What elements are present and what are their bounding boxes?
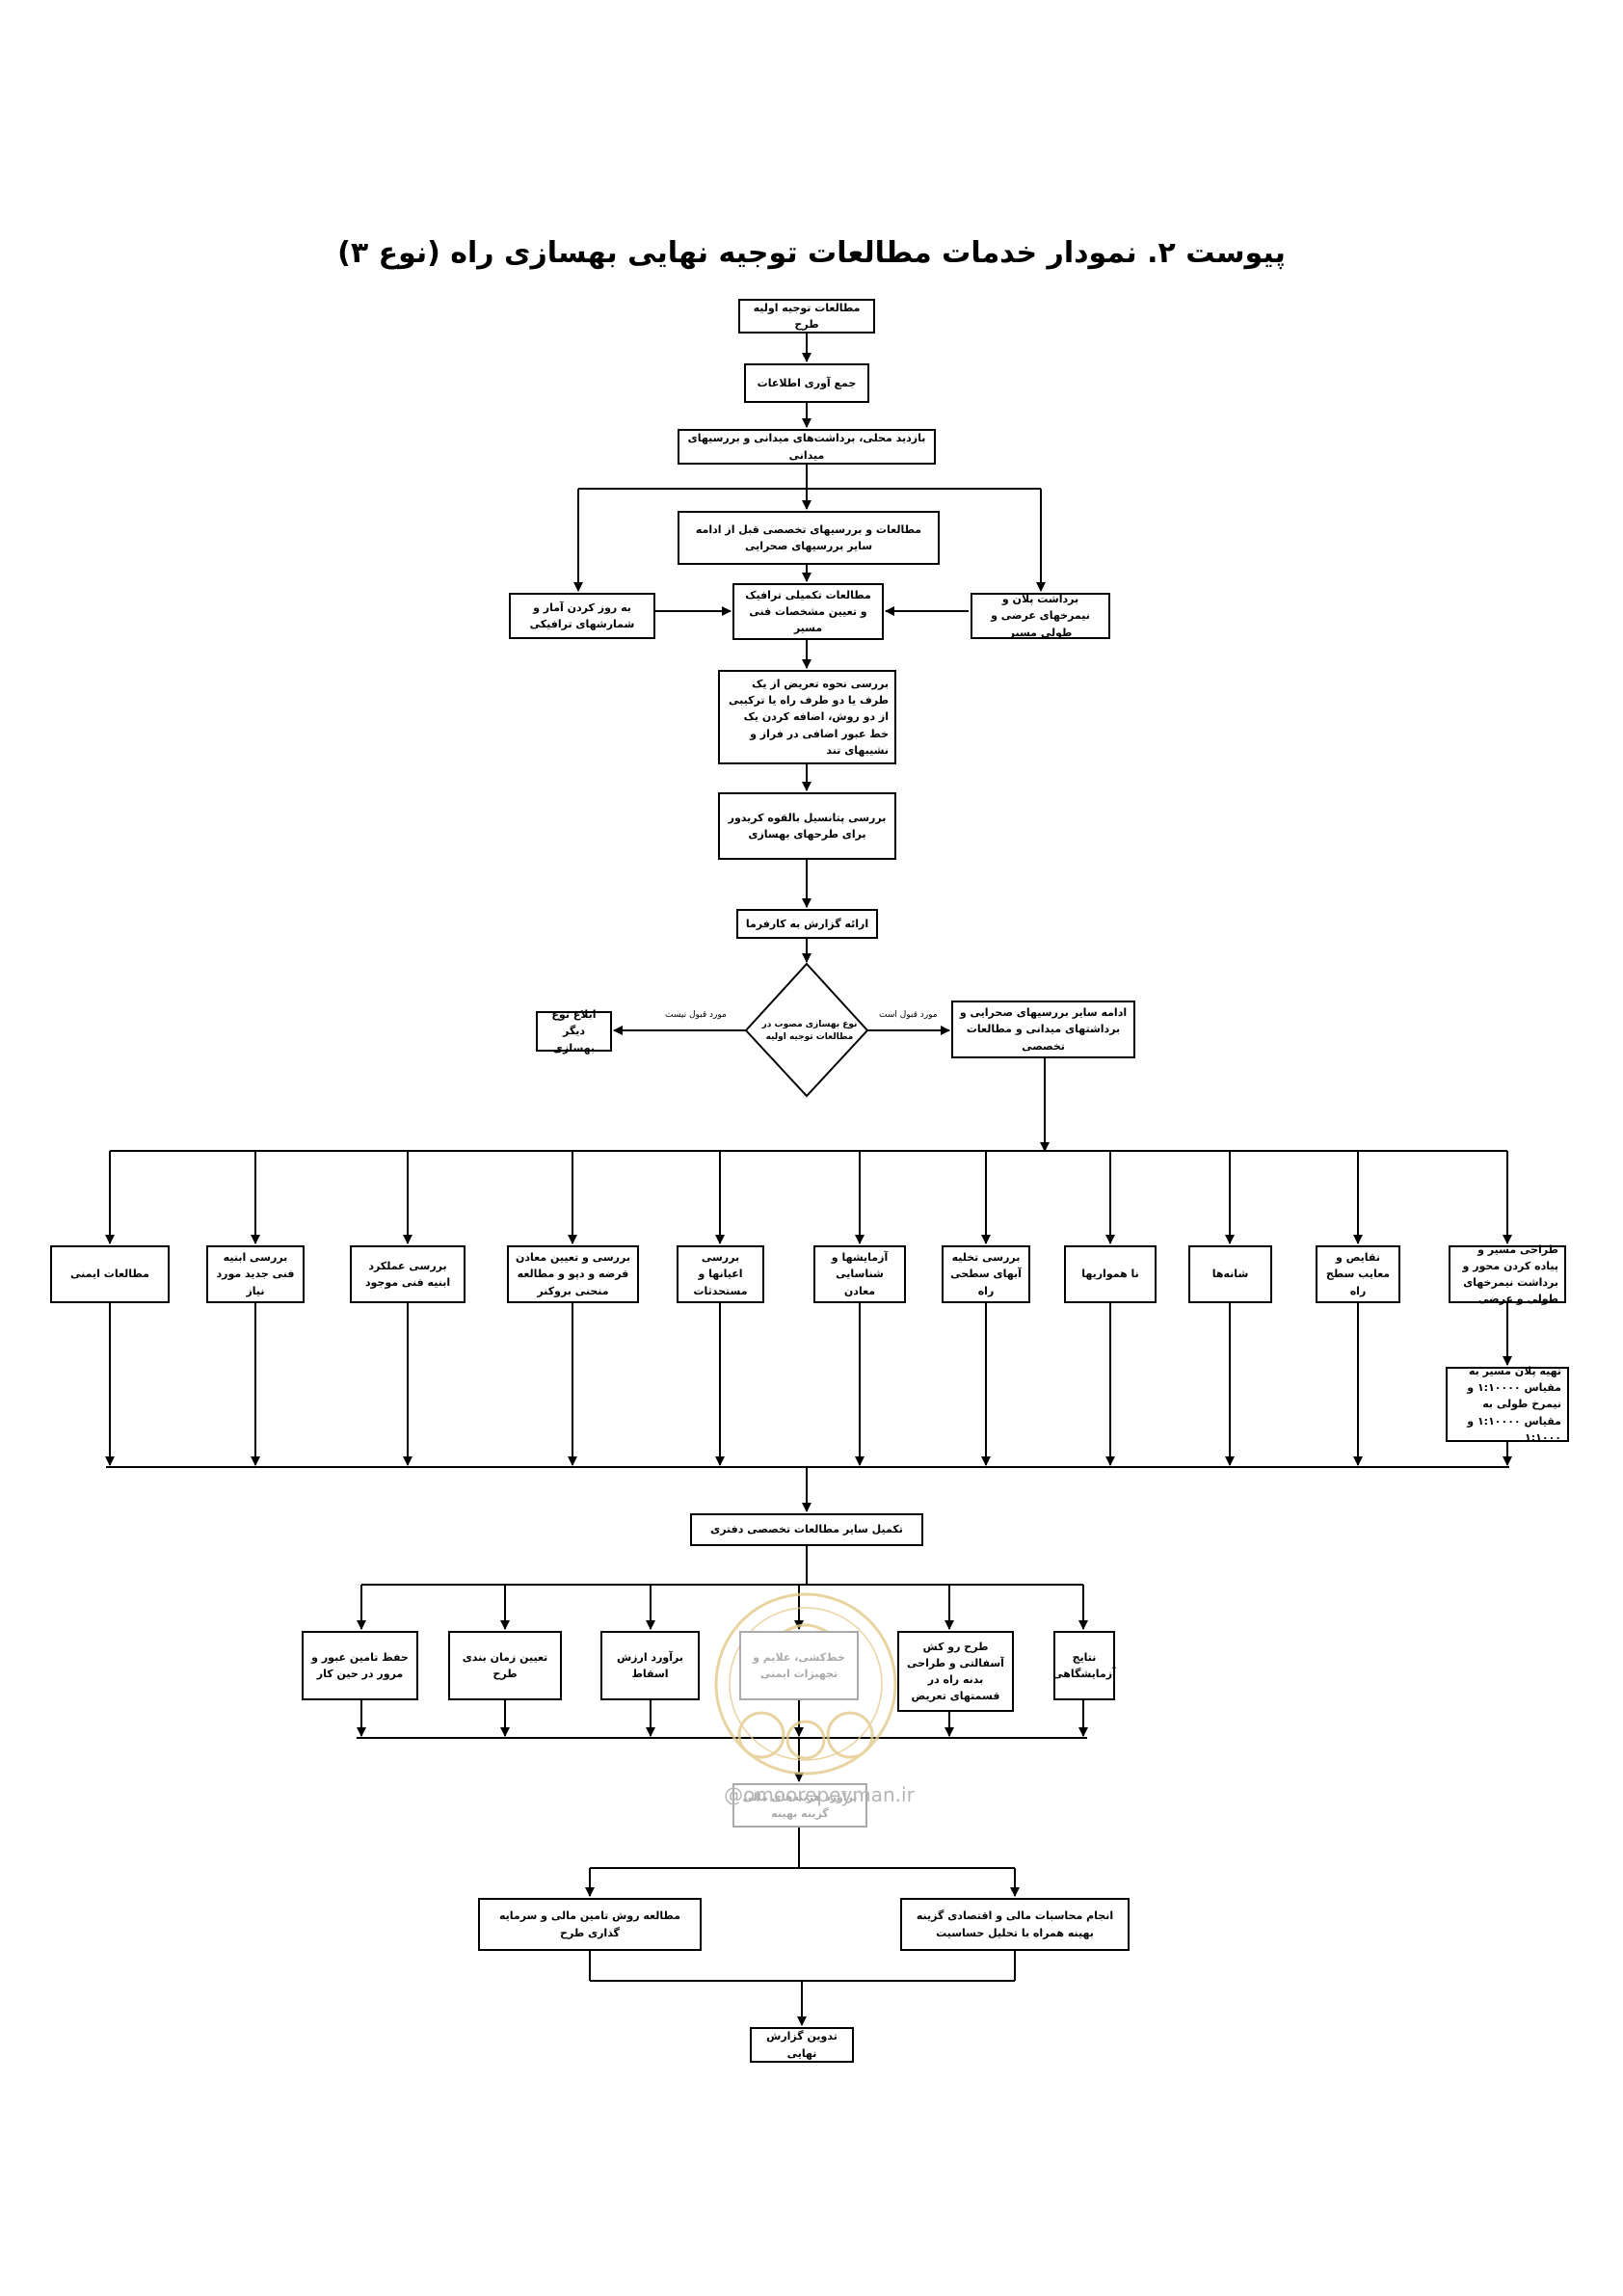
node-data-collection: جمع آوری اطلاعات	[744, 363, 869, 403]
node-widening-options: بررسی نحوه تعریض از یک طرف یا دو طرف راه…	[718, 670, 896, 764]
node-financial-analysis: انجام محاسبات مالی و اقتصادی گزینه بهینه…	[900, 1898, 1130, 1951]
node-site-visit: بازدید محلی، برداشت‌های میدانی و بررسیها…	[678, 429, 936, 465]
node-traffic-studies: مطالعات تکمیلی ترافیک و تعیین مشخصات فنی…	[732, 583, 884, 640]
node-final-report: تدوین گزارش نهایی	[750, 2027, 854, 2063]
node-other-type-notice: ابلاغ نوع دیگر بهسازی	[536, 1008, 612, 1055]
node-properties: بررسی اعیانها و مستحدثات	[677, 1245, 764, 1303]
edge-label-accepted: مورد قبول است	[879, 1010, 938, 1020]
node-financing-study: مطالعه روش تامین مالی و سرمایه گذاری طرح	[478, 1898, 702, 1951]
node-borrow-pits: بررسی و تعیین معادن قرضه و دپو و مطالعه …	[507, 1245, 639, 1303]
decision-approved-type: نوع بهسازی مصوب در مطالعات توجیه اولیه	[761, 1019, 858, 1042]
node-update-traffic-counts: به روز کردن آمار و شمارشهای ترافیکی	[509, 593, 655, 639]
node-initial-feasibility: مطالعات توجیه اولیه طرح	[738, 299, 875, 334]
node-corridor-potential: بررسی پتانسیل بالقوه کریدور برای طرحهای …	[718, 792, 896, 860]
edge-label-rejected: مورد قبول نیست	[665, 1010, 727, 1020]
node-existing-structures: بررسی عملکرد ابنیه فنی موجود	[350, 1245, 466, 1303]
node-shoulders: شانه‌ها	[1188, 1245, 1272, 1303]
node-markings-signs: خط‌کشی، علایم و تجهیزات ایمنی	[739, 1631, 859, 1700]
node-route-design: طراحی مسیر و پیاده کردن محور و برداشت نی…	[1449, 1243, 1566, 1305]
node-new-structures: بررسی ابنیه فنی جدید مورد نیاز	[206, 1245, 305, 1303]
node-safety-studies: مطالعات ایمنی	[50, 1245, 170, 1303]
node-continue-field-studies: ادامه سایر بررسیهای صحرایی و برداشتهای م…	[951, 1001, 1135, 1058]
node-surface-defects: نقایص و معایب سطح راه	[1316, 1245, 1400, 1303]
node-salvage-value: برآورد ارزش اسقاط	[600, 1631, 700, 1700]
node-cost-estimate: برآورد هزینه‌های مالی گزینه بهینه	[732, 1783, 867, 1828]
node-survey-plan-profiles: برداشت پلان و نیمرخهای عرضی و طولی مسیر	[971, 593, 1110, 639]
watermark-site: @omoorepeyman.ir	[724, 1783, 915, 1806]
node-surface-drainage: بررسی تخلیه آبهای سطحی راه	[942, 1245, 1030, 1303]
node-overlay-design: طرح رو کش آسفالتی و طراحی بدنه راه در قس…	[897, 1631, 1014, 1712]
node-tests-quarries: آزمایشها و شناسایی معادن	[813, 1245, 906, 1303]
node-specialized-studies: مطالعات و بررسیهای تخصصی قبل از ادامه سا…	[678, 511, 940, 565]
node-report-to-client: ارائه گزارش به کارفرما	[736, 909, 878, 939]
node-traffic-maintenance: حفظ تامین عبور و مرور در حین کار	[302, 1631, 418, 1700]
page-title: پیوست ۲. نمودار خدمات مطالعات توجیه نهای…	[337, 236, 1286, 270]
node-office-studies: تکمیل سایر مطالعات تخصصی دفتری	[690, 1513, 923, 1546]
node-roughness: نا همواریها	[1064, 1245, 1157, 1303]
node-scheduling: تعیین زمان بندی طرح	[448, 1631, 562, 1700]
node-lab-results: نتایج آزمایشگاهی	[1052, 1631, 1116, 1700]
node-route-plan-scale: تهیه پلان مسیر به مقیاس ۱:۱۰۰۰۰ و نیمرخ …	[1446, 1365, 1569, 1444]
